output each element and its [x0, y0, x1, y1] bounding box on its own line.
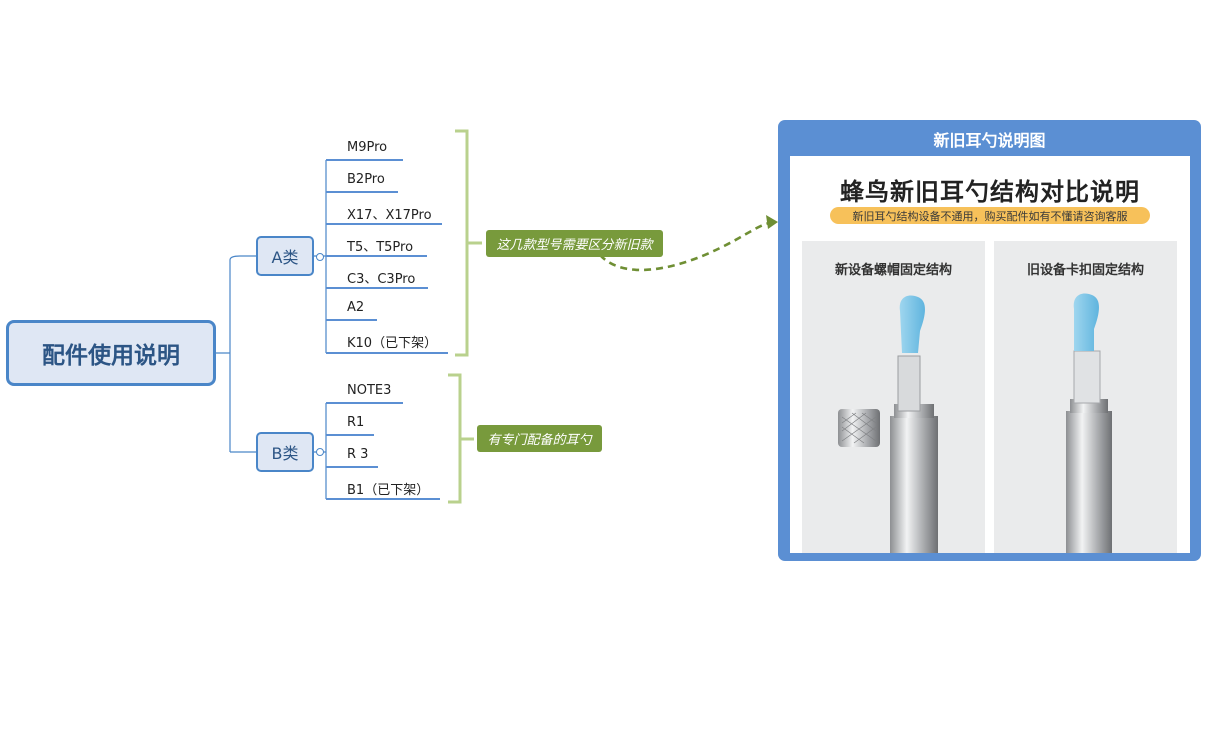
b-leaf-underlines [326, 402, 440, 500]
model-c3[interactable]: C3、C3Pro [347, 272, 416, 287]
old-device-photo: 旧设备卡扣固定结构 [994, 241, 1177, 553]
category-a-node[interactable]: A类 [256, 236, 314, 276]
dashed-arrow [599, 221, 771, 272]
note-b-callout[interactable]: 有专门配备的耳勺 [477, 425, 602, 452]
image-title: 蜂鸟新旧耳勺结构对比说明 [840, 178, 1140, 206]
model-r1[interactable]: R1 [347, 415, 365, 430]
explanation-panel: 新旧耳勺说明图 蜂鸟新旧耳勺结构对比说明 新旧耳勺结构设备不通用，购买配件如有不… [778, 120, 1201, 561]
model-x17[interactable]: X17、X17Pro [347, 208, 432, 223]
new-device-label: 新设备螺帽固定结构 [834, 263, 952, 278]
model-r3[interactable]: R 3 [347, 447, 369, 462]
bracket-b [448, 373, 474, 504]
old-earpick-illustration [1066, 293, 1112, 553]
image-subtitle: 新旧耳勺结构设备不通用，购买配件如有不懂请咨询客服 [830, 207, 1150, 224]
new-device-photo: 新设备螺帽固定结构 [802, 241, 985, 553]
old-device-label: 旧设备卡扣固定结构 [1026, 263, 1144, 278]
category-b-node[interactable]: B类 [256, 432, 314, 472]
collapse-toggle-a[interactable] [316, 253, 324, 261]
bracket-a [455, 129, 482, 357]
model-m9pro[interactable]: M9Pro [347, 140, 388, 155]
note-a-callout[interactable]: 这几款型号需要区分新旧款 [486, 230, 663, 257]
model-b2pro[interactable]: B2Pro [347, 172, 385, 187]
model-t5[interactable]: T5、T5Pro [347, 240, 414, 255]
collapse-toggle-b[interactable] [316, 448, 324, 456]
model-a2[interactable]: A2 [347, 300, 365, 315]
new-earpick-illustration [838, 295, 938, 553]
root-node[interactable]: 配件使用说明 [6, 320, 216, 386]
panel-title: 新旧耳勺说明图 [933, 131, 1046, 150]
comparison-image: 蜂鸟新旧耳勺结构对比说明 新旧耳勺结构设备不通用，购买配件如有不懂请咨询客服 新… [790, 156, 1190, 553]
root-connector [216, 255, 256, 453]
model-k10[interactable]: K10（已下架） [347, 336, 438, 351]
model-b1[interactable]: B1（已下架） [347, 483, 430, 498]
a-leaf-underlines [326, 159, 448, 354]
arrow-head [766, 215, 778, 229]
model-note3[interactable]: NOTE3 [347, 383, 392, 398]
